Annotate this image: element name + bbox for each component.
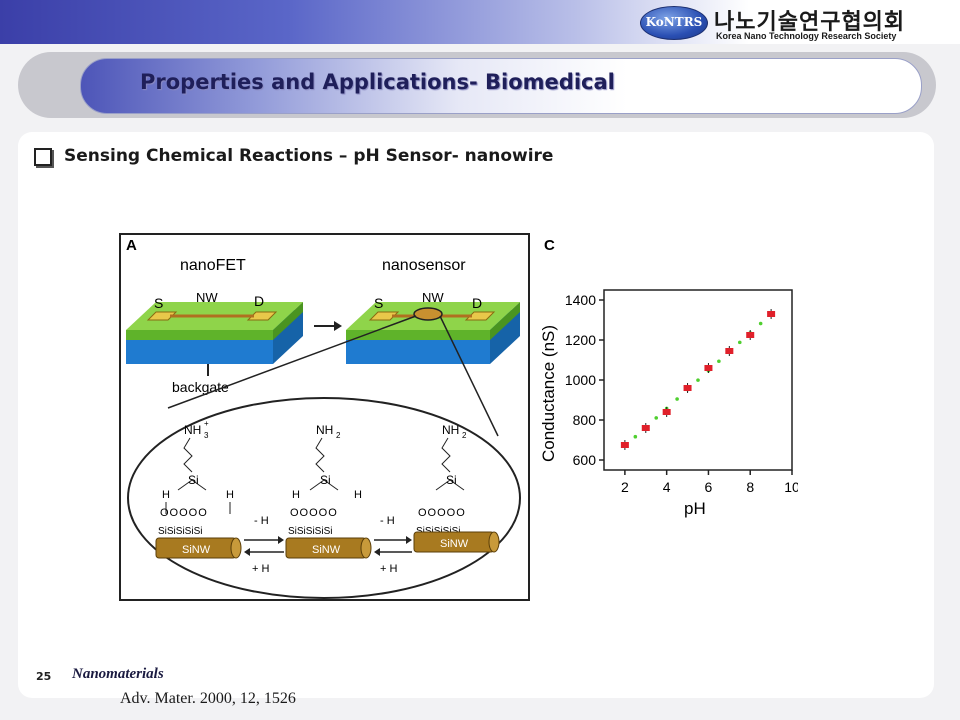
oxygen-row-1: OOOOO [160,507,208,519]
nh3-charge: + [204,419,209,428]
source-label-left: S [154,295,163,311]
reverse-arrow-head-1 [244,548,250,556]
surface-state-neutral [309,437,339,491]
minus-h-label-1: - H [254,515,269,527]
nw-label-left: NW [196,290,218,305]
data-point [662,409,671,415]
h-right-1: H [226,489,234,501]
fit-dot [654,416,659,420]
h-right-2: H [354,489,362,501]
sinw-rod-1 [155,537,242,559]
logo-badge: KoNTRS [640,6,708,40]
si-row-2: SiSiSiSiSi [288,526,332,537]
oxygen-row-3: OOOOO [418,507,466,519]
sinw-rod-2 [285,537,372,559]
si-anchor-3: Si [446,473,457,487]
forward-arrow-head-2 [406,536,412,544]
y-tick-label: 1200 [565,332,596,348]
data-point [767,311,776,317]
h-left-1: H [162,489,170,501]
data-point [746,332,755,338]
drain-label-right: D [472,295,482,311]
backgate-label: backgate [172,379,229,395]
kontrs-logo: KoNTRS 나노기술연구협의회 Korea Nano Technology R… [640,4,940,42]
transform-arrow-head [334,321,342,331]
data-point [704,365,713,371]
sinw-label-3: SiNW [440,538,469,550]
sinw-label-2: SiNW [312,544,341,556]
x-tick-label: 10 [784,479,798,495]
nh2-group-mid: NH [316,423,333,437]
panel-c-label: C [544,237,555,254]
sinw-rod-3 [413,531,500,553]
reverse-arrow-head-2 [374,548,380,556]
data-point [683,385,692,391]
data-point [725,348,734,354]
forward-arrow-head-1 [278,536,284,544]
checkbox-bullet-icon [34,148,52,166]
x-tick-label: 4 [663,479,671,495]
nw-label-right: NW [422,290,444,305]
y-tick-label: 1000 [565,372,596,388]
data-point [641,425,650,431]
x-tick-label: 6 [705,479,713,495]
h-left-2: H [292,489,300,501]
nanosensor-label: nanosensor [382,257,466,274]
y-tick-label: 1400 [565,292,596,308]
drain-label-left: D [254,293,264,309]
nh3-subscript: 3 [204,431,209,440]
slide-title: Properties and Applications- Biomedical [140,70,615,94]
logo-english-name: Korea Nano Technology Research Society [716,31,897,41]
fit-dot [633,434,638,439]
fit-dot [696,378,700,382]
minus-h-label-2: - H [380,515,395,527]
si-anchor-2: Si [320,473,331,487]
x-tick-label: 2 [621,479,629,495]
source-label-right: S [374,295,383,311]
si-anchor-1: Si [188,473,199,487]
nh3-group: NH [184,423,201,437]
plus-h-label-2: + H [380,563,397,575]
nanofet-device [126,302,303,364]
sinw-label-1: SiNW [182,544,211,556]
zoom-line-right [439,315,499,437]
data-point [620,442,629,448]
y-tick-label: 800 [573,412,597,428]
nh2-subscript-right: 2 [462,431,467,440]
oxygen-row-2: OOOOO [290,507,338,519]
header-band [0,0,960,44]
zoom-line-left [167,315,417,409]
chart-marks: 2 4 6 8 10 600 800 1000 1200 1400 [565,292,798,495]
logo-badge-text: KoNTRS [645,15,703,29]
page-number: 25 [36,670,52,683]
nh2-group-right: NH [442,423,459,437]
fit-dot [758,321,763,326]
surface-state-protonated [165,437,231,514]
fit-dot [675,397,679,401]
surface-state-deprotonated [435,437,465,491]
logo-korean-name: 나노기술연구협의회 [714,10,906,35]
citation-reference: Adv. Mater. 2000, 12, 1526 [120,690,296,707]
fit-dot [737,340,742,345]
citation-topic: Nanomaterials [72,666,164,682]
si-row-1: SiSiSiSiSi [158,526,202,537]
title-banner [80,58,922,114]
nanowire-sensor-figure: A nanoFET nanosensor S NW D backgate S N… [119,233,798,601]
x-axis-label: pH [684,499,706,518]
panel-a-label: A [126,237,137,254]
plus-h-label-1: + H [252,563,269,575]
nanofet-label: nanoFET [180,257,246,274]
y-tick-label: 600 [573,452,597,468]
fit-dot [717,359,721,364]
x-tick-label: 8 [746,479,754,495]
slide-subtitle: Sensing Chemical Reactions – pH Sensor- … [64,146,554,166]
y-axis-label: Conductance (nS) [539,325,558,462]
nh2-subscript-mid: 2 [336,431,341,440]
nanosensor-device [346,302,520,364]
